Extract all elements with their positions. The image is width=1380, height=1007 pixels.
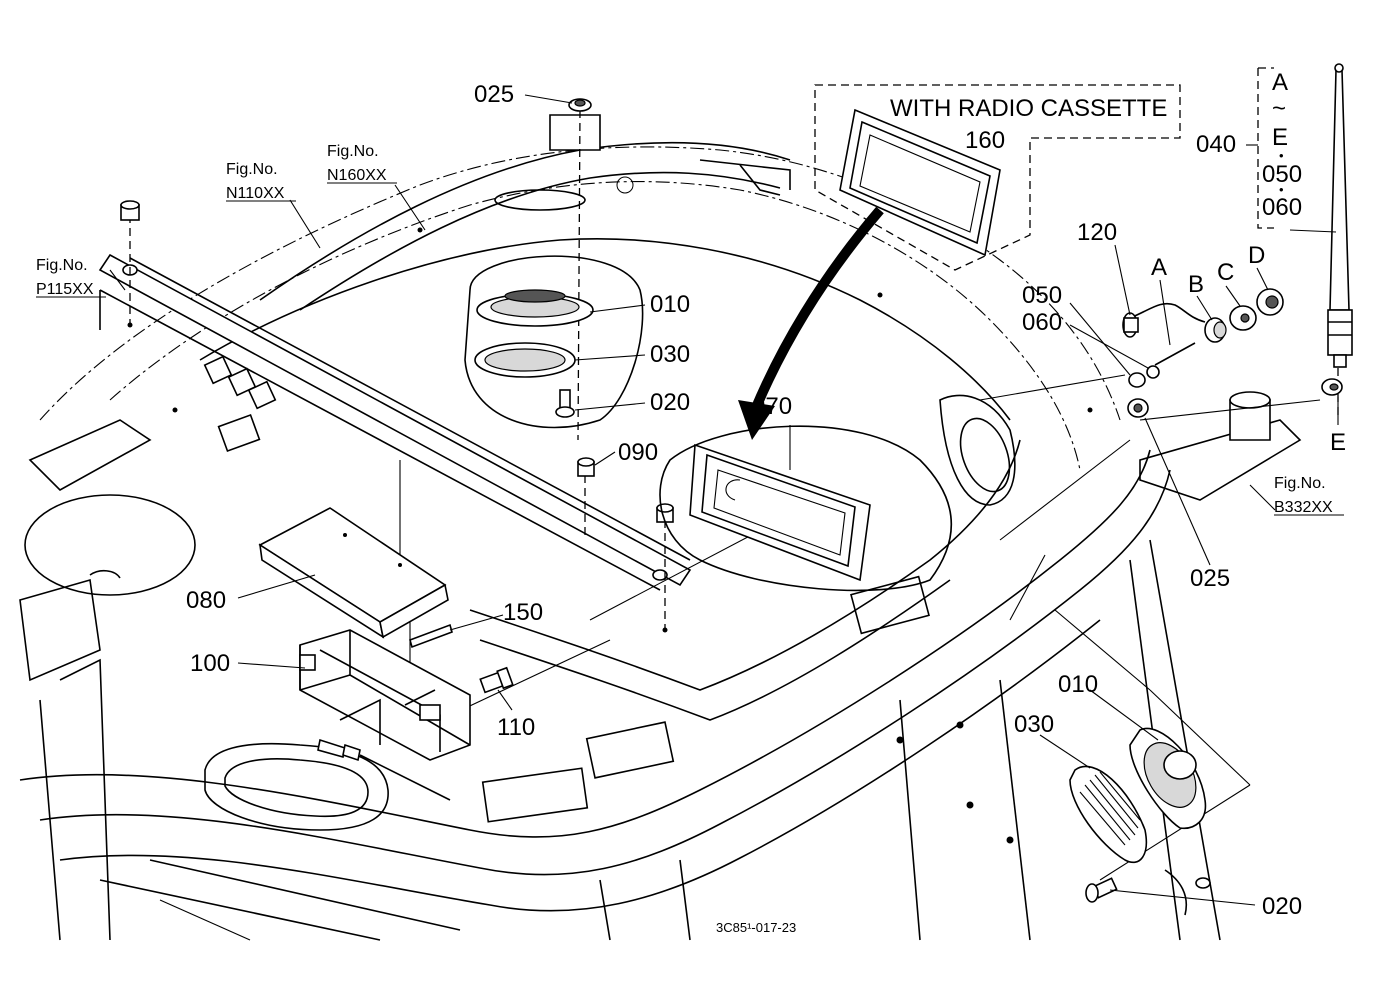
- callout-010-left: 010: [650, 291, 690, 318]
- callout-120: 120: [1077, 219, 1117, 246]
- callout-030-right: 030: [1014, 711, 1054, 738]
- callout-150: 150: [503, 599, 543, 626]
- svg-text:•: •: [1279, 182, 1284, 197]
- callout-080: 080: [186, 587, 226, 614]
- fig-code-n160: N160XX: [327, 167, 387, 184]
- drawing-code: 3C85¹-017-23: [716, 920, 796, 935]
- callout-letter-c: C: [1217, 259, 1234, 286]
- connector-110-shape: [479, 666, 514, 694]
- fig-code-b332: B332XX: [1274, 499, 1333, 516]
- callout-030-left: 030: [650, 341, 690, 368]
- range-e: E: [1272, 124, 1288, 151]
- range-060: 060: [1262, 194, 1302, 221]
- callout-letter-a: A: [1151, 254, 1167, 281]
- radio-cassette-shape: [839, 108, 1001, 257]
- variant-box: WITH RADIO CASSETTE 160: [814, 84, 1181, 271]
- antenna-040-shape: [1327, 63, 1353, 368]
- cable-120-assembly: [1122, 288, 1343, 418]
- callout-025-top: 025: [474, 81, 514, 108]
- bracket-100-shape: [299, 629, 471, 761]
- bolt-shapes: [120, 200, 674, 523]
- callout-050: 050: [1022, 282, 1062, 309]
- screw-left-shape: [555, 389, 575, 418]
- range-050: 050: [1262, 161, 1302, 188]
- antenna-range-box: A ~ E • 050 • 060: [1257, 67, 1302, 229]
- figure-references: Fig.No. N110XX Fig.No. N160XX Fig.No. P1…: [36, 143, 1344, 516]
- fig-code-n110: N110XX: [226, 185, 285, 202]
- clip-150-shape: [409, 623, 453, 649]
- range-tilde: ~: [1272, 95, 1286, 122]
- callout-070: 070: [752, 393, 792, 420]
- speaker-group-left: [464, 255, 644, 429]
- callout-letter-b: B: [1188, 271, 1204, 298]
- screw-right-shape: [1085, 877, 1118, 903]
- speaker-group-right: [1069, 727, 1211, 916]
- variant-title: WITH RADIO CASSETTE: [890, 95, 1167, 122]
- callout-100: 100: [190, 650, 230, 677]
- callout-020-right: 020: [1262, 893, 1302, 920]
- panel-070-shape: [659, 425, 953, 592]
- callout-040: 040: [1196, 131, 1236, 158]
- callout-090: 090: [618, 439, 658, 466]
- cover-080-shape: [258, 507, 449, 639]
- callout-110: 110: [497, 714, 535, 741]
- callout-010-right: 010: [1058, 671, 1098, 698]
- callout-leaders: [109, 94, 1339, 906]
- antenna-cable-shape: [317, 738, 451, 801]
- install-arrow: [738, 206, 884, 440]
- label-160: 160: [965, 127, 1005, 154]
- part-callouts: 025 010 030 020 090 070 080 150 100 110 …: [186, 81, 1346, 920]
- fig-label-n110: Fig.No.: [226, 161, 278, 178]
- callout-020-left: 020: [650, 389, 690, 416]
- bolt-025-top-shape: [568, 98, 592, 112]
- roof-rail: [98, 253, 692, 591]
- callout-025-right: 025: [1190, 565, 1230, 592]
- leader-lines: [129, 109, 1339, 881]
- fig-code-p115: P115XX: [36, 281, 94, 298]
- svg-text:•: •: [1279, 148, 1284, 163]
- callout-letter-e: E: [1330, 429, 1346, 456]
- range-a: A: [1272, 69, 1288, 96]
- callout-letter-d: D: [1248, 242, 1265, 269]
- fig-label-n160: Fig.No.: [327, 143, 379, 160]
- fig-label-b332: Fig.No.: [1274, 475, 1326, 492]
- fig-label-p115: Fig.No.: [36, 257, 88, 274]
- callout-060: 060: [1022, 309, 1062, 336]
